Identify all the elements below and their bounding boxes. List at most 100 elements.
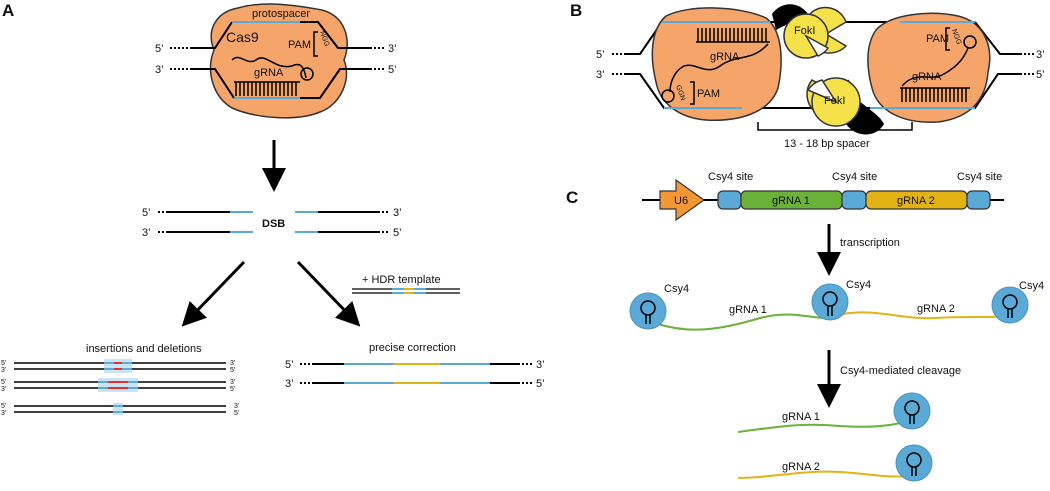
grna2-rna-label: gRNA 2 bbox=[917, 303, 955, 315]
fokl-label-top: FokI bbox=[794, 25, 815, 37]
cleaved-grna2-label: gRNA 2 bbox=[782, 461, 820, 473]
cas9-protein-shape bbox=[209, 3, 348, 119]
csy4-site-label-1: Csy4 site bbox=[708, 171, 753, 183]
csy4-site-label-3: Csy4 site bbox=[957, 171, 1002, 183]
linker-left bbox=[772, 4, 808, 31]
grna1-box-label: gRNA 1 bbox=[772, 195, 810, 207]
csy4-label-3: Csy4 bbox=[1019, 280, 1044, 292]
end-3-top-corr: 3’ bbox=[536, 359, 545, 371]
dsb-label: DSB bbox=[262, 218, 285, 230]
panel-b-end-3-bottom-left: 3’ bbox=[596, 69, 605, 81]
end-3-bottom-corr: 3’ bbox=[285, 378, 294, 390]
protospacer-label: protospacer bbox=[252, 8, 310, 20]
panel-b-pam-bracket-left bbox=[690, 81, 695, 105]
dcas9-right-shape bbox=[867, 12, 991, 123]
indel-3-1r: 3’ bbox=[230, 360, 236, 367]
panel-b-end-5-bottom-right: 5’ bbox=[1036, 69, 1045, 81]
fokl-top-mouth bbox=[803, 34, 830, 57]
panel-b-pam-bracket-right bbox=[945, 27, 950, 51]
panel-c: U6 gRNA 1 gRNA 2 Csy4 site Csy4 site Csy… bbox=[629, 171, 1044, 482]
panel-b-scaffold-left bbox=[669, 43, 769, 93]
panel-a: protospacer Cas9 PAM NGG gRNA 5’ 3’ 3’ 5… bbox=[1, 3, 545, 417]
csy4-label-2: Csy4 bbox=[846, 279, 871, 291]
panel-letter-a: A bbox=[2, 1, 14, 20]
grna-scaffold bbox=[231, 56, 307, 79]
grna-comb bbox=[234, 81, 300, 96]
end-5-top-corr: 5’ bbox=[285, 359, 294, 371]
panel-b-comb-right bbox=[900, 87, 970, 102]
end-5-top-dsb: 5’ bbox=[142, 207, 151, 219]
grna-loop bbox=[300, 67, 314, 81]
transcription-label: transcription bbox=[840, 237, 900, 249]
hdr-template-dna bbox=[352, 288, 460, 294]
indels-label: insertions and deletions bbox=[86, 343, 202, 355]
end-3-bottom-dsb: 3’ bbox=[142, 227, 151, 239]
panel-b-comb-left bbox=[696, 28, 770, 43]
spacer-bracket bbox=[757, 122, 913, 131]
grna2-box-label: gRNA 2 bbox=[897, 195, 935, 207]
indel-5-3r: 5’ bbox=[234, 410, 240, 417]
end-3-top-a: 3’ bbox=[388, 43, 397, 55]
indel-variant-1 bbox=[14, 359, 226, 373]
end-3-bottom-a: 3’ bbox=[155, 64, 164, 76]
csy4-site-label-2: Csy4 site bbox=[832, 171, 877, 183]
panel-b-grna-label-right: gRNA bbox=[912, 71, 942, 83]
precise-correction-label: precise correction bbox=[369, 342, 456, 354]
dna-top-strand bbox=[170, 21, 386, 49]
cas9-label: Cas9 bbox=[226, 29, 259, 45]
panel-b-grna-label-left: gRNA bbox=[710, 51, 740, 63]
arrow-to-correction bbox=[296, 260, 361, 327]
indel-variant-3 bbox=[14, 403, 226, 415]
end-5-top-a: 5’ bbox=[155, 43, 164, 55]
indel-3-1: 3’ bbox=[1, 367, 7, 374]
panel-b-loop-right bbox=[963, 35, 977, 49]
hdr-template-label: + HDR template bbox=[362, 274, 441, 286]
indel-5-1r: 5’ bbox=[230, 367, 236, 374]
csy4-site-box-1 bbox=[717, 190, 742, 210]
panel-b-end-3-top-right: 3’ bbox=[1036, 49, 1045, 61]
panel-b-scaffold-right bbox=[901, 47, 969, 87]
corrected-dna bbox=[300, 363, 532, 384]
csy4-protein-1 bbox=[629, 292, 667, 330]
end-3-top-dsb: 3’ bbox=[393, 207, 402, 219]
dcas9-left-shape bbox=[651, 7, 782, 121]
panel-b-inner-dna bbox=[662, 21, 975, 109]
end-5-bottom-dsb: 5’ bbox=[393, 227, 402, 239]
fokl-bottom-mouth bbox=[806, 79, 838, 104]
panel-letter-b: B bbox=[570, 1, 582, 20]
indel-3-3: 3’ bbox=[1, 410, 7, 417]
indel-3-3r: 3’ bbox=[234, 403, 240, 410]
rna-yellow-2 bbox=[833, 311, 1009, 320]
indel-5-3: 5’ bbox=[1, 403, 7, 410]
panel-letter-c: C bbox=[566, 188, 578, 207]
indel-3-2r: 3’ bbox=[230, 379, 236, 386]
indel-variant-2 bbox=[14, 378, 226, 392]
csy4-site-box-3 bbox=[966, 190, 991, 210]
panel-b-end-5-top-left: 5’ bbox=[596, 49, 605, 61]
csy4-protein-2 bbox=[811, 283, 849, 321]
dsb-dna bbox=[158, 211, 390, 233]
csy4-label-1: Csy4 bbox=[664, 283, 689, 295]
arrow-to-indels bbox=[181, 260, 246, 327]
u6-promoter bbox=[659, 178, 706, 222]
panel-b-pam-label-right: PAM bbox=[926, 33, 949, 45]
cleaved-csy4-1 bbox=[893, 392, 931, 430]
csy4-protein-3 bbox=[991, 286, 1029, 324]
indel-5-1: 5’ bbox=[1, 360, 7, 367]
panel-b-loop-left bbox=[661, 89, 675, 103]
cleaved-grna1-label: gRNA 1 bbox=[782, 411, 820, 423]
cleaved-grna1-rna bbox=[737, 421, 905, 433]
indel-5-2r: 5’ bbox=[230, 386, 236, 393]
u6-label: U6 bbox=[674, 195, 688, 207]
panel-b-pam-label-left: PAM bbox=[697, 88, 720, 100]
rna-green-1 bbox=[657, 313, 827, 331]
grna1-rna-label: gRNA 1 bbox=[729, 304, 767, 316]
cleaved-grna2-rna bbox=[737, 470, 907, 479]
indel-5-2: 5’ bbox=[1, 379, 7, 386]
grna-label-a: gRNA bbox=[254, 67, 284, 79]
dna-bottom-strand bbox=[170, 68, 386, 99]
csy4-site-box-2 bbox=[841, 190, 867, 210]
pam-bracket bbox=[313, 31, 318, 57]
end-5-bottom-a: 5’ bbox=[388, 64, 397, 76]
